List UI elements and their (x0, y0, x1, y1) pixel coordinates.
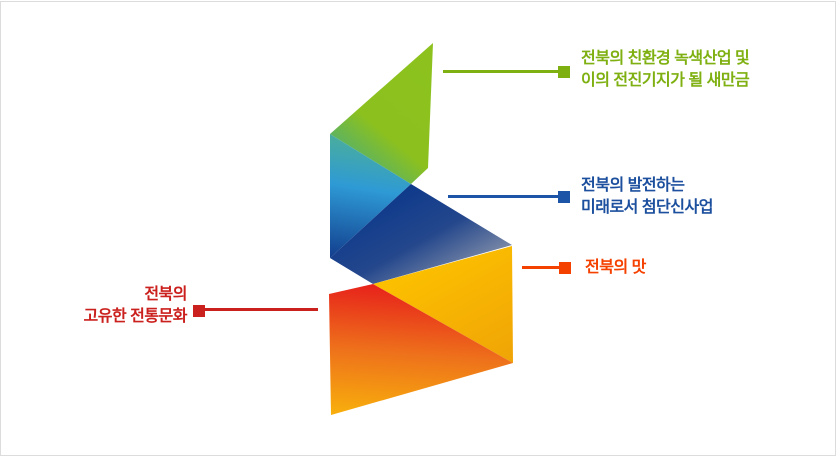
label-green-saemangeum: 전북의 친환경 녹색산업 및 이의 전진기지가 될 새만금 (581, 48, 750, 92)
label-line: 전북의 (144, 286, 187, 303)
label-blue-future-industry: 전북의 발전하는 미래로서 첨단신사업 (581, 175, 713, 219)
red-connector-line (205, 308, 318, 311)
label-orange-taste: 전북의 맛 (585, 257, 646, 279)
cyan-fold-shape (330, 134, 411, 258)
label-line: 전북의 친환경 녹색산업 및 (581, 50, 750, 67)
label-line: 미래로서 첨단신사업 (581, 199, 713, 216)
blue-connector-line (448, 195, 559, 198)
green-connector-line (443, 70, 559, 73)
red-bullet-icon (193, 305, 205, 317)
green-fold-shape (330, 43, 433, 184)
orange-connector-line (522, 266, 560, 269)
blue-bullet-icon (558, 191, 570, 203)
green-bullet-icon (558, 66, 570, 78)
label-line: 전북의 맛 (585, 259, 646, 276)
label-line: 이의 전진기지가 될 새만금 (581, 72, 750, 89)
yellow-fold-shape (373, 246, 513, 363)
label-line: 고유한 전통문화 (83, 308, 188, 325)
orange-bullet-icon (559, 262, 571, 274)
red-fold-shape (329, 284, 513, 415)
label-red-tradition: 전북의 고유한 전통문화 (84, 284, 188, 328)
navy-band-shape (330, 184, 512, 284)
label-line: 전북의 발전하는 (581, 177, 685, 194)
